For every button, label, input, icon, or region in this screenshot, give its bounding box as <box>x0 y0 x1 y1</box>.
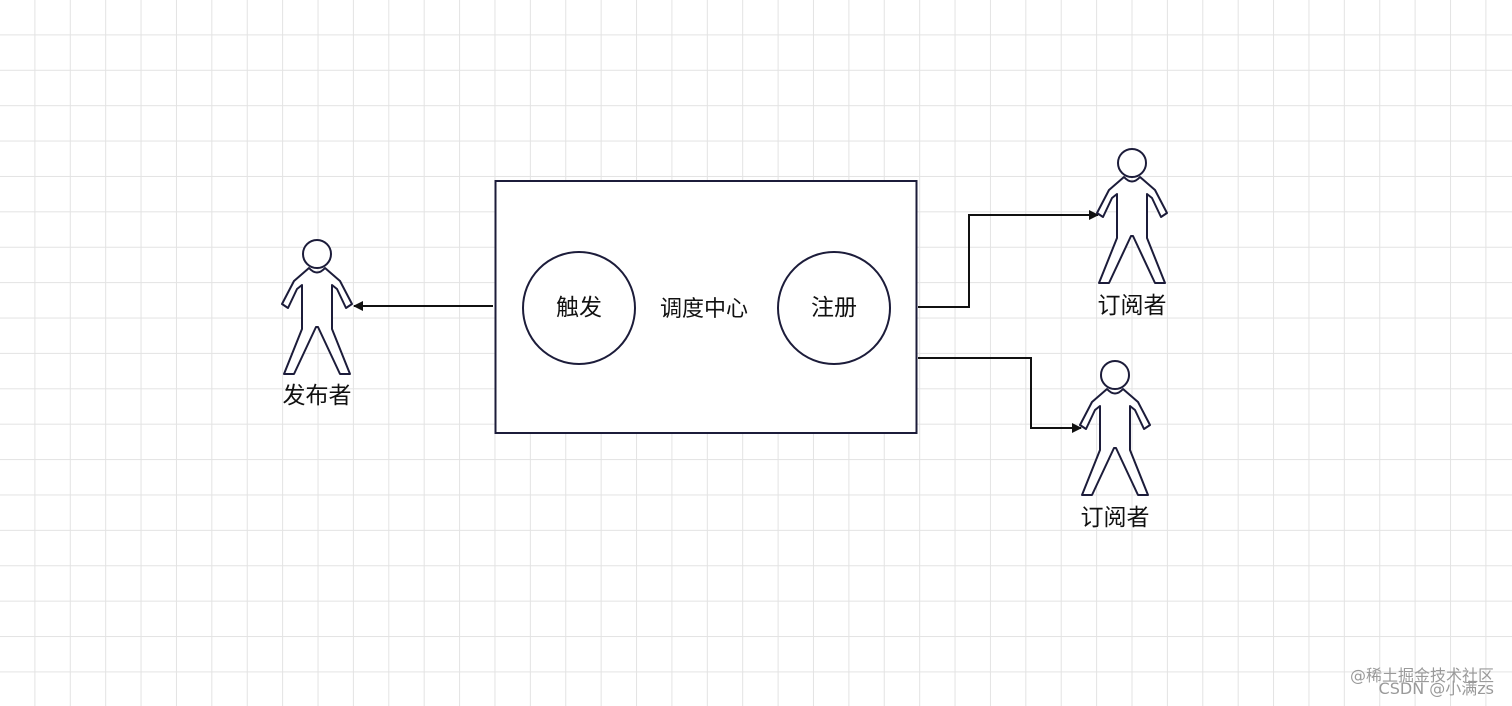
subscriber-bottom-label: 订阅者 <box>1080 505 1150 531</box>
register-label: 注册 <box>811 295 857 321</box>
subscriber-top-label: 订阅者 <box>1097 293 1167 319</box>
dispatch-center-label: 调度中心 <box>659 297 748 322</box>
arrow-to-subscriber-bottom <box>918 357 1082 433</box>
subscriber-bottom-actor-icon <box>1079 360 1151 496</box>
publisher-label: 发布者 <box>282 383 352 409</box>
watermark-csdn: CSDN @小满zs <box>1378 679 1494 698</box>
trigger-circle <box>522 251 636 365</box>
publisher-actor-icon <box>281 239 353 375</box>
watermark-juejin: @稀土掘金技术社区 <box>1349 666 1494 685</box>
subscriber-top-actor-icon <box>1096 148 1168 284</box>
arrow-to-subscriber-top <box>918 210 1099 308</box>
trigger-label: 触发 <box>556 295 602 321</box>
register-circle <box>777 251 891 365</box>
